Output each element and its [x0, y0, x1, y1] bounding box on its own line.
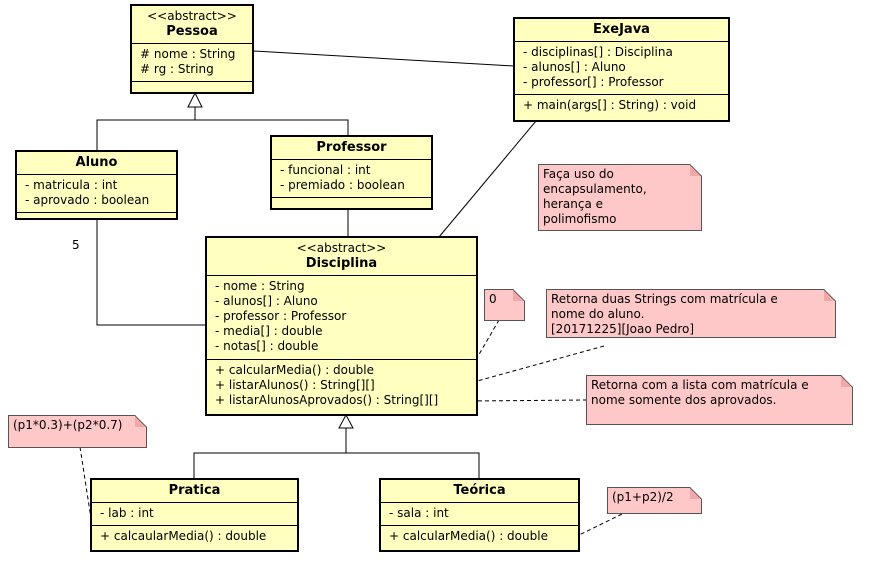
association-pessoa-exejava: [252, 50, 515, 67]
method: + main(args[] : String) : void: [523, 98, 697, 112]
class-name: Aluno: [75, 155, 118, 170]
generalization-disciplina-children: [193, 452, 480, 479]
note-line: encapsulamento,: [543, 182, 647, 196]
note-link-listar: [469, 345, 605, 384]
attribute: - professor[] : Professor: [523, 75, 664, 89]
attributes-section: # nome : String # rg : String: [132, 44, 252, 82]
attribute: - funcional : int: [280, 163, 371, 177]
inheritance-arrow-disciplina: [338, 413, 354, 429]
class-pessoa[interactable]: <<abstract>>Pessoa # nome : String # rg …: [130, 4, 254, 94]
class-teorica[interactable]: Teórica - sala : int + calcularMedia() :…: [379, 478, 580, 552]
note-line: Retorna duas Strings com matrícula e: [551, 292, 778, 306]
class-aluno[interactable]: Aluno - matricula : int - aprovado : boo…: [15, 150, 178, 220]
note-line: nome do aluno.: [551, 307, 645, 321]
note-link-aprovados: [469, 399, 588, 402]
association-exejava-disciplina: [438, 120, 537, 238]
class-name: Disciplina: [305, 256, 378, 271]
note-line: 0: [489, 292, 497, 306]
attribute: # rg : String: [140, 62, 214, 76]
methods-section: + main(args[] : String) : void: [515, 95, 728, 117]
method: + calcaularMedia() : double: [100, 529, 267, 543]
note-aprovados[interactable]: Retorna com a lista com matrícula e nome…: [586, 375, 853, 425]
methods-section: [132, 82, 252, 89]
note-listar-alunos[interactable]: Retorna duas Strings com matrícula e nom…: [546, 289, 836, 338]
class-name: Professor: [316, 140, 387, 155]
note-link-pratica: [79, 446, 95, 539]
attribute: - media[] : double: [215, 324, 323, 338]
note-line: (p1*0.3)+(p2*0.7): [13, 418, 123, 432]
class-professor[interactable]: Professor - funcional : int - premiado :…: [270, 135, 433, 210]
note-line: nome somente dos aprovados.: [591, 393, 777, 407]
note-link-teorica: [572, 513, 623, 539]
class-name: Pessoa: [166, 24, 218, 39]
class-name: Pratica: [168, 483, 221, 498]
attribute: - disciplinas[] : Disciplina: [523, 45, 673, 59]
methods-section: + calcaularMedia() : double: [92, 526, 297, 548]
generalization-pessoa-children: [96, 119, 349, 151]
method: + calcularMedia() : double: [215, 363, 374, 377]
methods-section: [272, 198, 431, 205]
methods-section: + calcularMedia() : double + listarAluno…: [207, 360, 476, 412]
attribute: - premiado : boolean: [280, 178, 405, 192]
class-stereotype: <<abstract>>: [147, 9, 237, 23]
note-teorica-formula[interactable]: (p1+p2)/2: [607, 487, 702, 514]
note-line: [20171225][Joao Pedro]: [551, 322, 695, 336]
method: + listarAlunos() : String[][]: [215, 378, 375, 392]
class-exejava[interactable]: ExeJava - disciplinas[] : Disciplina - a…: [513, 17, 730, 122]
attribute: # nome : String: [140, 47, 236, 61]
class-name: ExeJava: [593, 22, 650, 37]
attribute: - lab : int: [100, 506, 154, 520]
note-line: Retorna com a lista com matrícula e: [591, 378, 809, 392]
multiplicity-label: 5: [72, 238, 80, 252]
note-link-zero: [469, 319, 500, 371]
method: + calcularMedia() : double: [389, 529, 548, 543]
attribute: - sala : int: [389, 506, 449, 520]
attributes-section: - disciplinas[] : Disciplina - alunos[] …: [515, 42, 728, 95]
methods-section: + calcularMedia() : double: [381, 526, 578, 548]
association-aluno-disciplina: [96, 219, 206, 326]
note-line: (p1+p2)/2: [612, 490, 674, 504]
methods-section: [17, 213, 176, 220]
class-disciplina[interactable]: <<abstract>>Disciplina - nome : String -…: [205, 236, 478, 416]
note-line: polimofismo: [543, 212, 617, 226]
attribute: - matricula : int: [25, 178, 118, 192]
class-stereotype: <<abstract>>: [296, 241, 387, 255]
note-line: Faça uso do: [543, 167, 614, 181]
inheritance-arrow-pessoa: [187, 91, 203, 108]
attribute: - professor : Professor: [215, 309, 347, 323]
class-name: Teórica: [453, 483, 506, 498]
attributes-section: - lab : int: [92, 503, 297, 526]
method: + listarAlunosAprovados() : String[][]: [215, 393, 439, 407]
attributes-section: - sala : int: [381, 503, 578, 526]
note-pratica-formula[interactable]: (p1*0.3)+(p2*0.7): [8, 415, 147, 448]
attribute: - aprovado : boolean: [25, 193, 150, 207]
attribute: - notas[] : double: [215, 339, 319, 353]
attribute: - nome : String: [215, 279, 305, 293]
note-zero[interactable]: 0: [484, 289, 525, 321]
attribute: - alunos[] : Aluno: [523, 60, 626, 74]
note-line: herança e: [543, 197, 604, 211]
attribute: - alunos[] : Aluno: [215, 294, 318, 308]
attributes-section: - matricula : int - aprovado : boolean: [17, 175, 176, 213]
attributes-section: - funcional : int - premiado : boolean: [272, 160, 431, 198]
class-pratica[interactable]: Pratica - lab : int + calcaularMedia() :…: [90, 478, 299, 552]
note-encapsulamento[interactable]: Faça uso do encapsulamento, herança e po…: [538, 164, 702, 231]
attributes-section: - nome : String - alunos[] : Aluno - pro…: [207, 276, 476, 360]
